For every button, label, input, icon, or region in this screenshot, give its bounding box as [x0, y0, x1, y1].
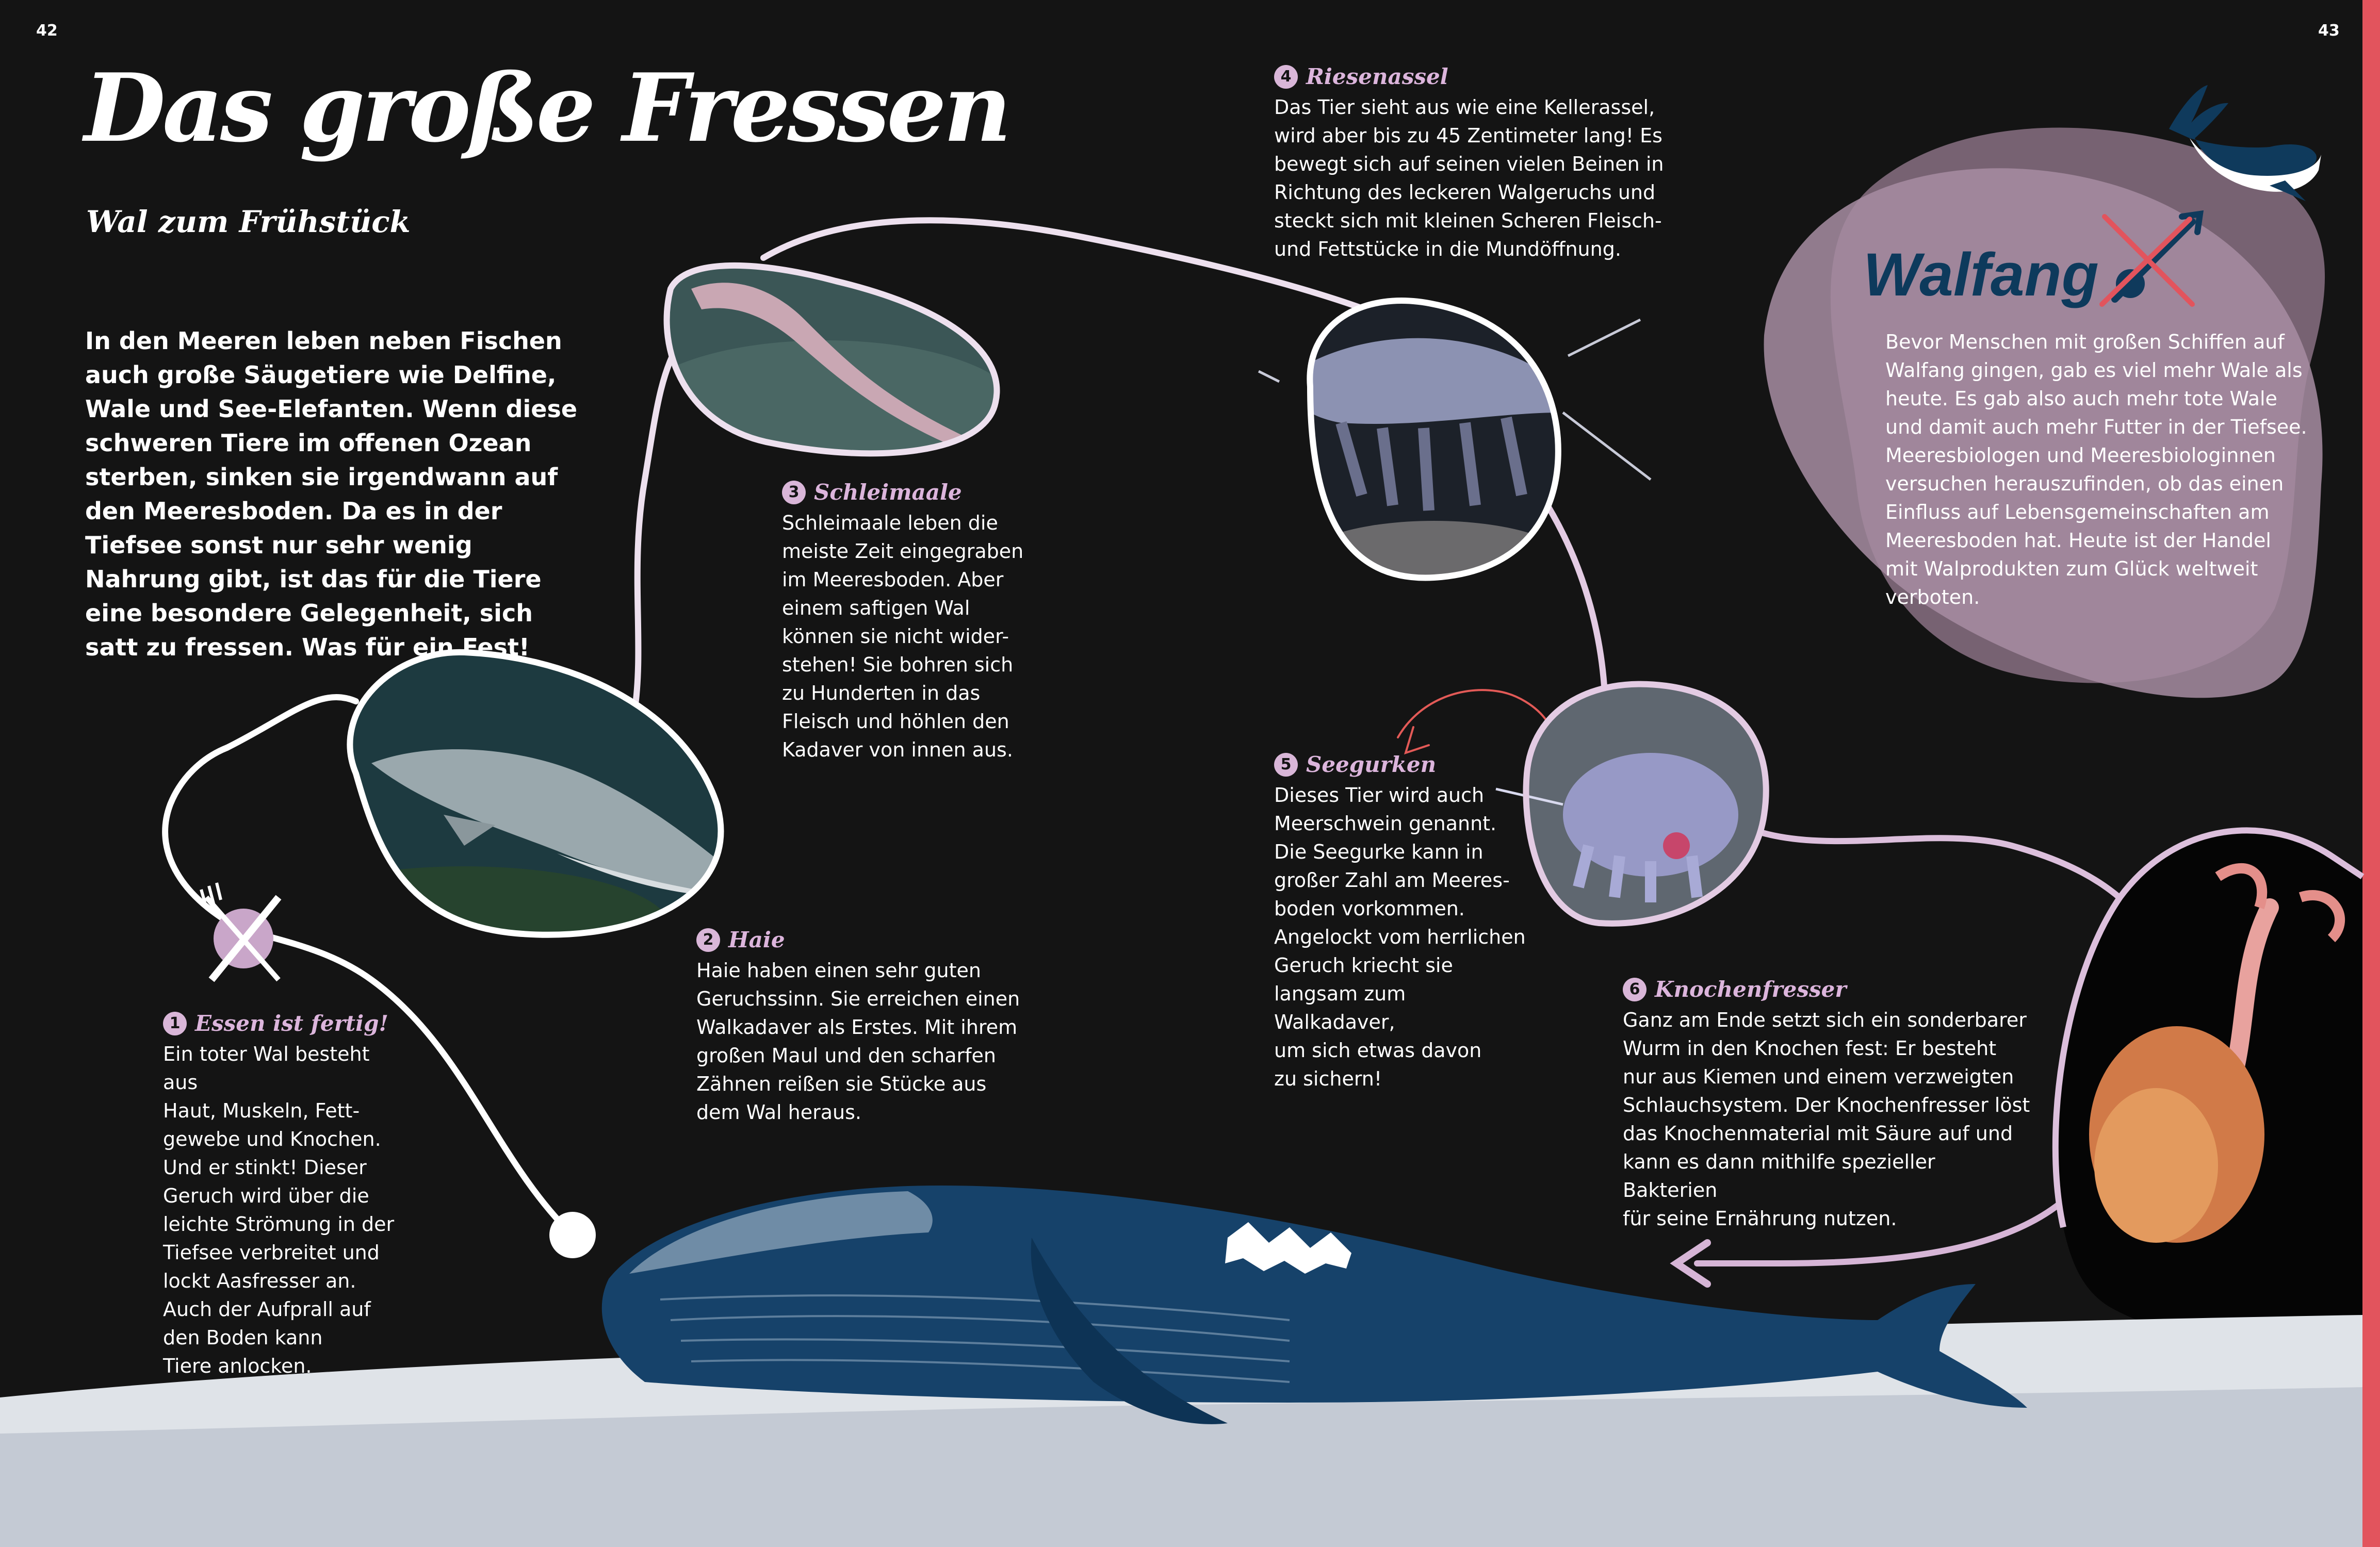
step-3: 3 Schleimaale Schleimaale leben die meist… [782, 480, 1040, 764]
step-title: Seegurken [1306, 752, 1437, 777]
step-title: Riesenassel [1306, 64, 1448, 89]
whale-icon [2169, 85, 2321, 201]
walfang-title: Walfang [1863, 241, 2099, 309]
step-4: 4 Riesenassel Das Tier sieht aus wie eine… [1274, 64, 1666, 264]
sea-floor-front [0, 1387, 2362, 1547]
step-title: Knochenfresser [1655, 977, 1847, 1002]
page-subtitle: Wal zum Frühstück [86, 204, 411, 239]
step-title: Schleimaale [814, 480, 962, 505]
intro-text: In den Meeren leben neben Fischen auch g… [85, 327, 578, 661]
no-harpoon-icon [2099, 210, 2204, 307]
step-5: 5 Seegurken Dieses Tier wird auch Meersch… [1274, 752, 1532, 1093]
step-text: Schleimaale leben die meiste Zeit eingeg… [782, 512, 1024, 761]
bone-worm-photo [2052, 827, 2365, 1342]
step-number: 5 [1274, 752, 1298, 777]
page-number-right: 43 [2318, 22, 2340, 40]
step-6: 6 Knochenfresser Ganz am Ende setzt sich … [1623, 977, 2035, 1233]
step-text: Das Tier sieht aus wie eine Kellerassel,… [1274, 96, 1664, 260]
step-text: Ein toter Wal besteht aus Haut, Muskeln,… [163, 1043, 395, 1377]
step-1: 1 Essen ist fertig! Ein toter Wal besteht… [163, 1011, 405, 1380]
fork-knife-icon [200, 882, 282, 982]
page-number-left: 42 [36, 22, 58, 40]
walfang-text: Bevor Menschen mit großen Schiffen auf W… [1885, 331, 2307, 608]
hagfish-photo [663, 262, 1000, 457]
step-number: 2 [696, 928, 720, 952]
page-title: Das große Fressen [84, 53, 1012, 163]
whale-bones [1225, 1222, 1351, 1274]
whale-carcass [601, 1186, 2027, 1424]
step-text: Haie haben einen sehr guten Geruchssinn.… [696, 959, 1020, 1124]
step-text: Ganz am Ende setzt sich ein sonderbarer … [1623, 1009, 2030, 1230]
walfang-blob-front [1764, 168, 2323, 698]
isopod-photo [1258, 298, 1652, 581]
step-title: Essen ist fertig! [195, 1011, 388, 1036]
step-text: Dieses Tier wird auch Meerschwein genann… [1274, 784, 1526, 1090]
step-title: Haie [728, 927, 785, 952]
step-number: 6 [1623, 977, 1647, 1001]
step-2: 2 Haie Haie haben einen sehr guten Geruch… [696, 927, 1037, 1127]
step-number: 3 [782, 480, 806, 504]
step-number: 1 [163, 1011, 187, 1035]
path-start-dot [549, 1212, 596, 1258]
sea-pig-photo [1495, 681, 1769, 927]
step-number: 4 [1274, 64, 1298, 89]
page-edge [2362, 0, 2380, 1547]
